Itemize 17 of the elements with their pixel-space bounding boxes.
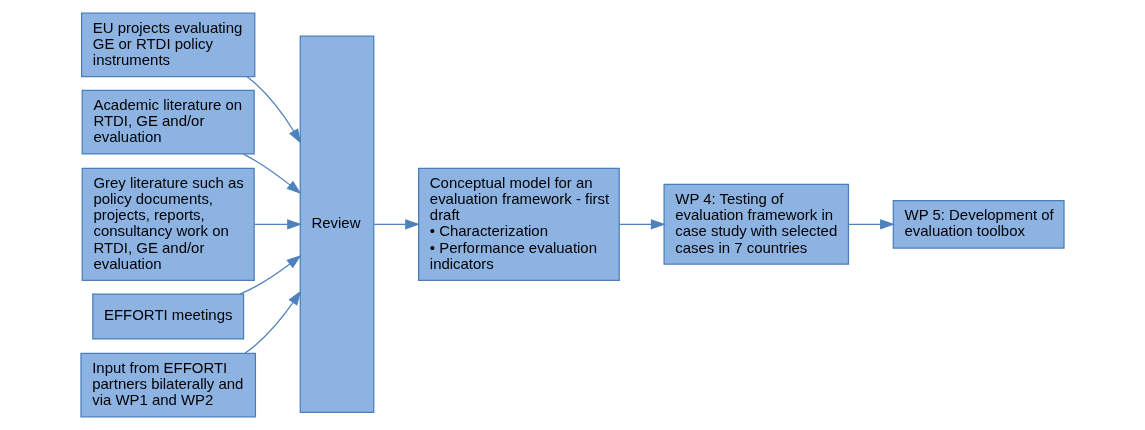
arrow: [243, 153, 302, 195]
node-box: Conceptual model for an evaluation framework - first draft • Characterization • Performance evaluation indicators: [418, 167, 620, 282]
arrow: [239, 255, 302, 295]
node-box: WP 4: Testing of evaluation framework in case study with selected cases in 7 countries: [663, 183, 850, 265]
node-box: WP 5: Development of evaluation toolbox: [892, 200, 1065, 249]
arrow: [244, 290, 302, 354]
node-box: Review: [299, 35, 375, 414]
arrow: [253, 219, 303, 230]
node-box: Input from EFFORTI partners bilaterally and via WP1 and WP2: [80, 352, 257, 418]
node-box: Grey literature such as policy documents, projects, reports, consultancy work on RTDI, GE and/or evaluation: [81, 167, 255, 282]
arrow: [618, 219, 666, 230]
node-box: EFFORTI meetings: [92, 293, 245, 340]
arrow: [373, 219, 421, 230]
arrow: [847, 219, 896, 230]
arrow: [246, 76, 302, 144]
node-box: EU projects evaluating GE or RTDI policy instruments: [81, 12, 256, 78]
node-box: Academic literature on RTDI, GE and/or evaluation: [81, 89, 255, 155]
